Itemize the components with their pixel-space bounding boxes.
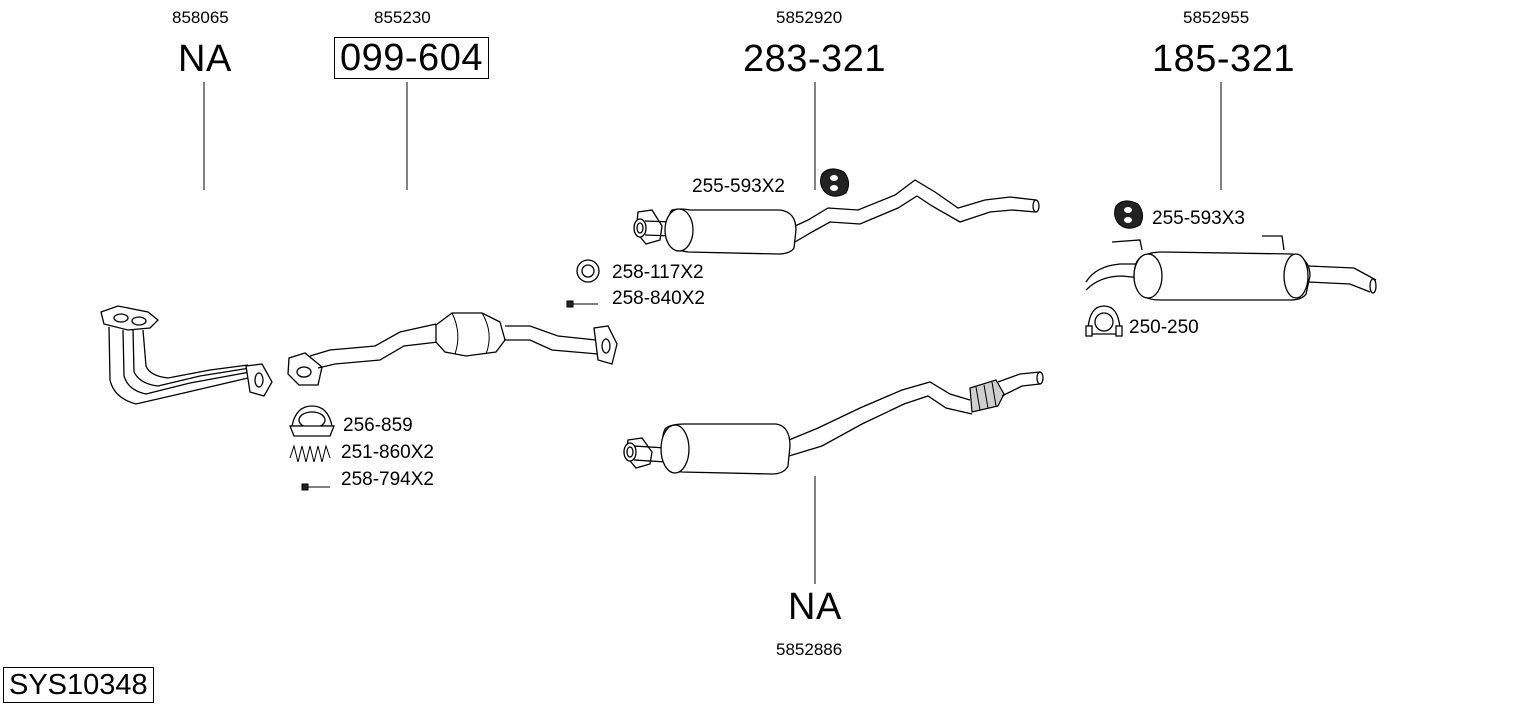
alt-middle-silencer-ref: 5852886: [776, 640, 843, 659]
middle-silencer-part-number[interactable]: 283-321: [743, 38, 886, 80]
alt-middle-silencer-part-number[interactable]: NA: [788, 586, 842, 628]
bolt-front-icon[interactable]: [301, 483, 330, 491]
gasket-label[interactable]: 256-859: [343, 415, 413, 436]
bolt-mid-icon[interactable]: [566, 300, 598, 308]
middle-silencer-drawing[interactable]: [633, 179, 1040, 255]
middle-silencer-ref: 5852920: [776, 8, 843, 27]
clamp-icon[interactable]: [1085, 305, 1123, 337]
hanger-rear-label[interactable]: 255-593X3: [1152, 208, 1245, 229]
alt-middle-silencer-drawing[interactable]: [623, 371, 1044, 475]
catalytic-converter-drawing[interactable]: [287, 312, 618, 386]
spring-label[interactable]: 251-860X2: [341, 442, 434, 463]
rear-silencer-part-number[interactable]: 185-321: [1152, 38, 1295, 80]
front-pipe-part-number[interactable]: NA: [178, 38, 232, 80]
gasket-icon[interactable]: [289, 405, 335, 437]
rear-silencer-drawing[interactable]: [1085, 235, 1377, 301]
hanger-mid-icon[interactable]: [820, 168, 850, 197]
catalytic-converter-ref: 855230: [374, 8, 431, 27]
hanger-mid-label[interactable]: 255-593X2: [692, 176, 785, 197]
bolt-mid-label[interactable]: 258-840X2: [612, 288, 705, 309]
catalytic-converter-part-number[interactable]: 099-604: [334, 37, 489, 79]
rear-silencer-ref: 5852955: [1183, 8, 1250, 27]
clamp-label[interactable]: 250-250: [1129, 317, 1199, 338]
leader-lines: [203, 82, 1222, 584]
front-pipe-drawing[interactable]: [100, 305, 273, 405]
hanger-rear-icon[interactable]: [1114, 200, 1144, 229]
ring-label[interactable]: 258-117X2: [612, 262, 704, 283]
system-code: SYS10348: [3, 667, 154, 703]
bolt-front-label[interactable]: 258-794X2: [341, 469, 434, 490]
spring-icon[interactable]: [289, 444, 331, 463]
front-pipe-ref: 858065: [172, 8, 229, 27]
ring-icon[interactable]: [576, 259, 600, 283]
